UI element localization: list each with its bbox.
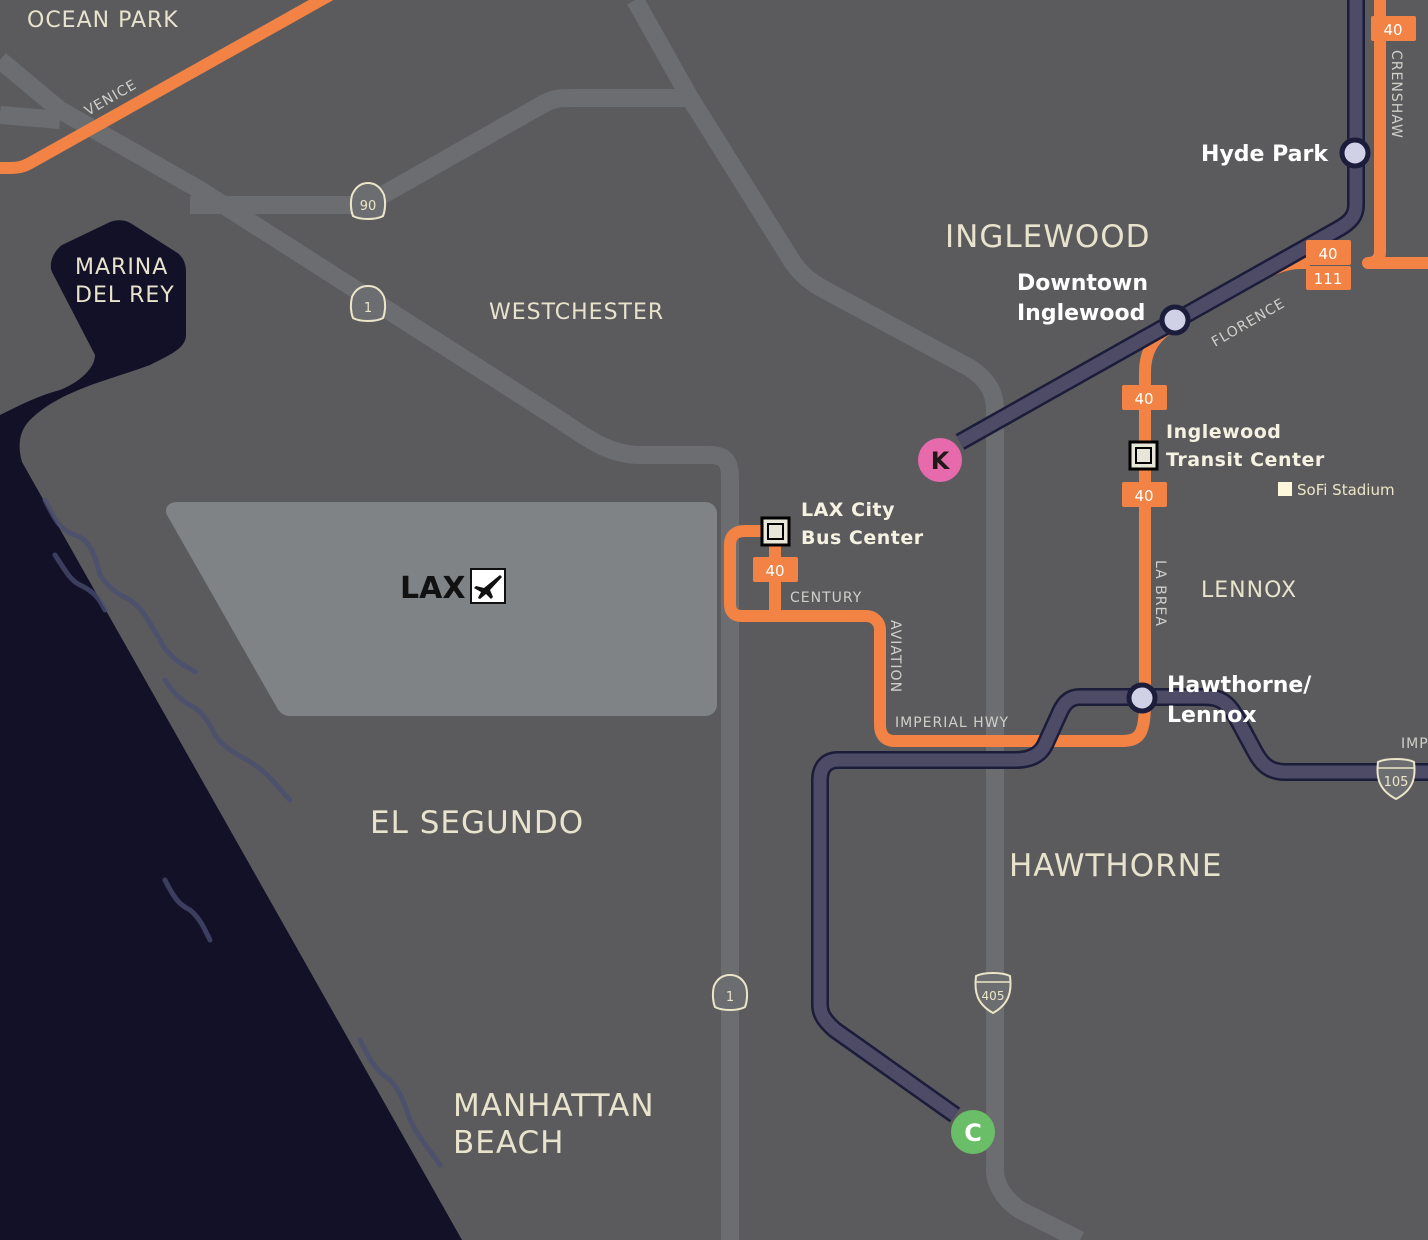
c-line-marker[interactable]: C bbox=[951, 1110, 995, 1154]
bus-center-inglewood-transit-center[interactable]: Inglewood Transit Center bbox=[1128, 421, 1325, 471]
shield-i-405: 405 bbox=[974, 972, 1012, 1015]
street-label-imperial-hwy: IMPERIAL HWY bbox=[895, 715, 1009, 731]
c-line-track bbox=[813, 690, 1428, 1121]
pacific-ocean bbox=[0, 220, 462, 1240]
station-hyde-park[interactable]: Hyde Park bbox=[1201, 137, 1371, 169]
svg-text:40: 40 bbox=[765, 562, 784, 580]
street-label-crenshaw: CRENSHAW bbox=[1388, 50, 1404, 139]
area-label-marina-del-rey-1: MARINA bbox=[75, 255, 168, 280]
bus-center-lax-city[interactable]: LAX City Bus Center bbox=[760, 499, 924, 549]
area-label-lennox: LENNOX bbox=[1201, 578, 1297, 603]
route-badge-labrea-north-40: 40 bbox=[1122, 385, 1167, 410]
svg-text:40: 40 bbox=[1318, 245, 1337, 263]
bus-route-crenshaw bbox=[1362, 0, 1428, 269]
area-label-ocean-park: OCEAN PARK bbox=[27, 8, 179, 33]
route-badge-florence-111: 111 bbox=[1306, 266, 1351, 290]
wave-highlights bbox=[42, 497, 443, 1168]
route-badge-florence-40: 40 bbox=[1306, 240, 1351, 265]
route-badge-labrea-south-40: 40 bbox=[1122, 482, 1167, 507]
svg-text:C: C bbox=[964, 1119, 982, 1147]
street-label-aviation: AVIATION bbox=[887, 620, 903, 693]
svg-text:Bus Center: Bus Center bbox=[801, 527, 924, 549]
svg-text:Downtown: Downtown bbox=[1017, 271, 1148, 296]
road-sr90 bbox=[190, 89, 690, 214]
poi-sofi-stadium[interactable]: SoFi Stadium bbox=[1278, 481, 1395, 499]
area-label-inglewood: INGLEWOOD bbox=[945, 219, 1151, 255]
square-marker-icon bbox=[1278, 482, 1292, 496]
area-label-manhattan-beach-2: BEACH bbox=[453, 1125, 564, 1161]
area-label-marina-del-rey-2: DEL REY bbox=[75, 283, 175, 308]
svg-text:40: 40 bbox=[1134, 390, 1153, 408]
svg-text:Lennox: Lennox bbox=[1167, 703, 1257, 728]
bus-route-venice bbox=[0, 0, 333, 174]
airport-label: LAX bbox=[400, 571, 465, 606]
svg-text:K: K bbox=[931, 447, 951, 475]
svg-text:Hyde Park: Hyde Park bbox=[1201, 142, 1329, 167]
svg-text:Transit Center: Transit Center bbox=[1166, 449, 1325, 471]
street-label-imp: IMP bbox=[1401, 736, 1428, 752]
shield-sr-1-south: 1 bbox=[711, 973, 749, 1011]
svg-text:1: 1 bbox=[364, 301, 372, 316]
shield-sr-90: 90 bbox=[349, 181, 387, 220]
svg-text:SoFi Stadium: SoFi Stadium bbox=[1297, 481, 1395, 499]
svg-text:40: 40 bbox=[1134, 487, 1153, 505]
shield-sr-1-north: 1 bbox=[349, 284, 387, 322]
area-label-westchester: WESTCHESTER bbox=[489, 300, 664, 325]
shield-i-105: 105 bbox=[1376, 758, 1416, 801]
svg-text:Inglewood: Inglewood bbox=[1017, 301, 1145, 326]
road-sr1-branch bbox=[0, 106, 61, 129]
lax-airport-area bbox=[166, 502, 717, 716]
k-line-track bbox=[956, 0, 1363, 448]
road-sr1-north bbox=[0, 53, 739, 1240]
route-badge-lax-40: 40 bbox=[753, 557, 798, 582]
area-label-manhattan-beach-1: MANHATTAN bbox=[453, 1088, 655, 1124]
rail-lines bbox=[811, 0, 1428, 1123]
svg-text:40: 40 bbox=[1383, 21, 1402, 39]
area-label-el-segundo: EL SEGUNDO bbox=[370, 805, 584, 841]
svg-text:111: 111 bbox=[1314, 270, 1343, 288]
station-downtown-inglewood[interactable]: Downtown Inglewood bbox=[1017, 271, 1191, 336]
road-diagonal-north bbox=[627, 0, 1085, 1240]
k-line-marker[interactable]: K bbox=[918, 438, 962, 482]
street-label-la-brea: LA BREA bbox=[1152, 560, 1168, 627]
svg-text:Hawthorne/: Hawthorne/ bbox=[1167, 673, 1312, 698]
roads bbox=[0, 0, 1085, 1240]
svg-text:Inglewood: Inglewood bbox=[1166, 421, 1281, 443]
area-label-hawthorne: HAWTHORNE bbox=[1009, 848, 1222, 884]
svg-text:1: 1 bbox=[726, 990, 734, 1005]
svg-text:405: 405 bbox=[982, 989, 1005, 1003]
svg-text:105: 105 bbox=[1384, 775, 1409, 790]
svg-text:LAX City: LAX City bbox=[801, 499, 895, 521]
station-hawthorne-lennox[interactable]: Hawthorne/ Lennox bbox=[1126, 673, 1312, 728]
svg-text:90: 90 bbox=[360, 199, 377, 214]
street-label-century: CENTURY bbox=[790, 590, 862, 606]
route-badge-crenshaw-40: 40 bbox=[1371, 16, 1416, 41]
airplane-icon bbox=[470, 568, 506, 604]
